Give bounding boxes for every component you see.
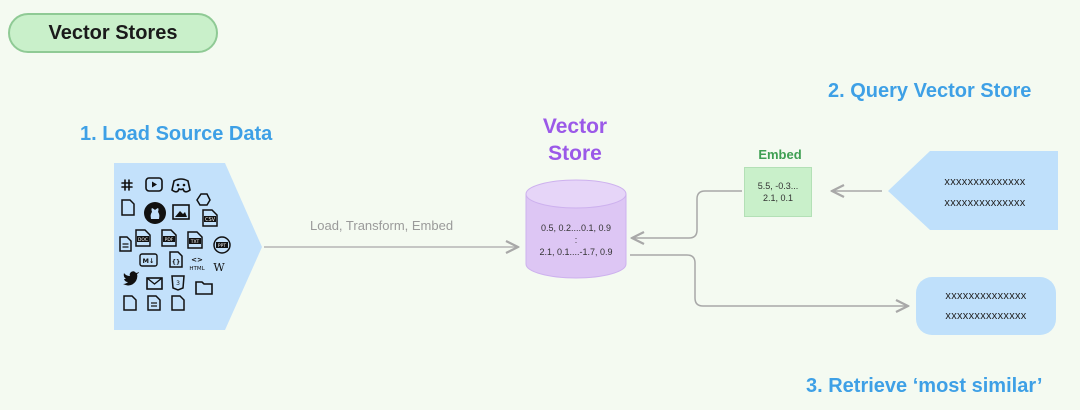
query-line: xxxxxxxxxxxxxx <box>944 176 1026 188</box>
vector-store-cylinder <box>525 179 627 279</box>
file-icon <box>171 295 185 311</box>
svg-text:PDF: PDF <box>165 237 174 243</box>
docx-icon: DOC <box>135 229 151 247</box>
svg-text:3: 3 <box>176 280 180 287</box>
embed-title: Embed <box>758 147 802 162</box>
step-load-source-data: 1. Load Source Data <box>80 123 273 145</box>
css-icon: 3 <box>171 275 185 291</box>
vector-store-title: Vector Store <box>515 113 635 167</box>
query-line: xxxxxxxxxxxxxx <box>944 197 1026 209</box>
image-icon <box>172 204 190 220</box>
youtube-icon <box>145 177 163 192</box>
embed-to-store-arrow <box>632 190 742 238</box>
code-icon: {} <box>169 251 183 268</box>
step-query-vector-store: 2. Query Vector Store <box>828 80 1032 102</box>
svg-text:TXT: TXT <box>190 239 200 245</box>
vector-store-value-row: 0.5, 0.2....0.1, 0.9 <box>540 223 612 233</box>
discord-icon <box>171 178 191 193</box>
vector-store-values: 0.5, 0.2....0.1, 0.9 : 2.1, 0.1....-1.7,… <box>528 222 624 258</box>
query-text: xxxxxxxxxxxxxx xxxxxxxxxxxxxx <box>930 172 1040 214</box>
svg-text:W: W <box>213 261 225 274</box>
vector-store-title-line1: Vector <box>542 115 608 138</box>
pdf-icon: PDF <box>161 229 177 247</box>
embed-value-line: 2.1, 0.1 <box>762 193 794 203</box>
query-box <box>888 151 1058 230</box>
file-icon <box>121 199 135 216</box>
svg-text:M↓: M↓ <box>143 257 155 265</box>
github-icon <box>144 202 166 224</box>
doc-icon <box>119 236 132 252</box>
twitter-icon <box>123 271 139 286</box>
svg-text:<>: <> <box>191 256 203 264</box>
txt-icon: TXT <box>187 231 203 249</box>
result-line: xxxxxxxxxxxxxx <box>945 310 1027 322</box>
svg-text:HTML: HTML <box>189 266 205 272</box>
store-to-result-arrow <box>630 254 908 306</box>
svg-text:PPT: PPT <box>218 243 226 249</box>
step-retrieve-most-similar: 3. Retrieve ‘most similar’ <box>806 375 1043 397</box>
file-icon <box>123 295 137 311</box>
svg-text:CSV: CSV <box>205 217 216 223</box>
embed-box: 5.5, -0.3... 2.1, 0.1 <box>744 167 812 217</box>
result-line: xxxxxxxxxxxxxx <box>945 290 1027 302</box>
slack-icon <box>121 179 133 191</box>
embed-value-line: 5.5, -0.3... <box>757 181 799 191</box>
mail-icon <box>146 277 163 290</box>
md-icon: M↓ <box>139 253 158 267</box>
csv-icon: CSV <box>202 209 218 227</box>
svg-text:DOC: DOC <box>138 237 148 243</box>
html-icon: <> HTML <box>189 256 205 272</box>
drive-icon <box>196 193 211 206</box>
result-box: xxxxxxxxxxxxxx xxxxxxxxxxxxxx <box>916 277 1056 335</box>
flow-label: Load, Transform, Embed <box>310 218 454 233</box>
folder-icon <box>195 281 213 295</box>
wikipedia-icon: W <box>213 261 225 274</box>
vector-store-title-line2: Store <box>548 142 602 165</box>
ppt-icon: PPT <box>213 236 231 254</box>
svg-text:{}: {} <box>172 259 181 266</box>
vector-store-value-ellipsis: : <box>574 235 578 245</box>
title-badge: Vector Stores <box>8 13 218 53</box>
doc-icon <box>147 295 161 311</box>
vector-store-value-row: 2.1, 0.1....-1.7, 0.9 <box>539 247 613 257</box>
